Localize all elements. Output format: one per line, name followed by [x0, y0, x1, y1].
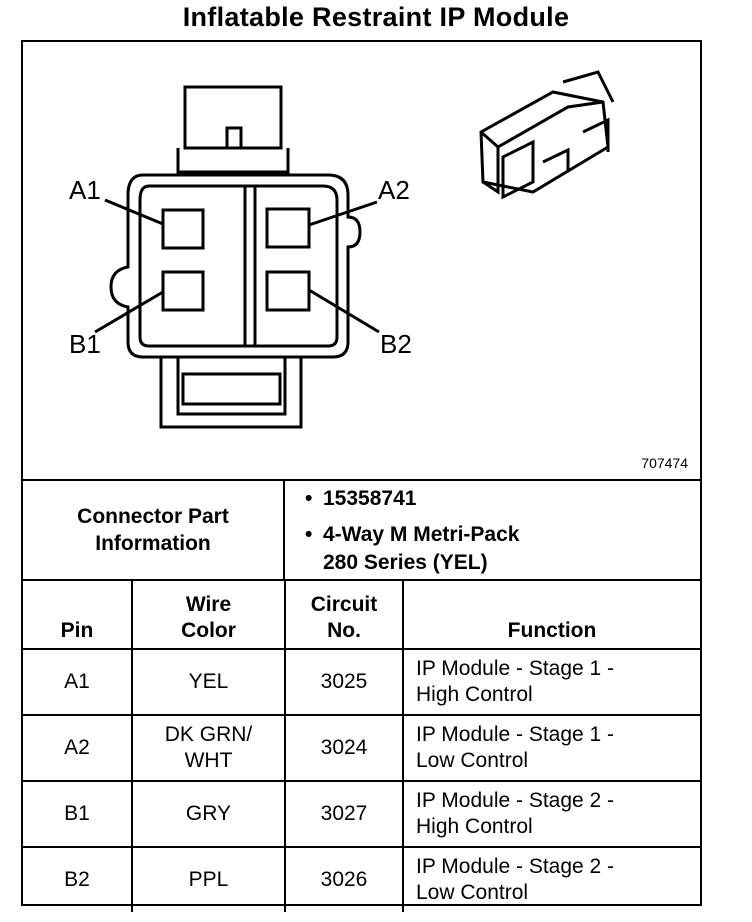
cell-pin: A1	[23, 648, 133, 716]
connector-isometric-icon	[479, 70, 615, 200]
header-function: Function	[402, 581, 700, 650]
cell-function: IP Module - Stage 1 - Low Control	[402, 714, 700, 782]
part-description-line1: 4-Way M Metri-Pack	[323, 523, 520, 546]
pin-label-b2: B2	[380, 329, 412, 359]
pinout-table: Pin Wire Color Circuit No. Function A1 Y…	[23, 581, 700, 912]
connector-sheet: A1 A2 B1 B2 707474 Connector Part Inform…	[21, 40, 702, 912]
connector-diagram: A1 A2 B1 B2 707474	[23, 42, 700, 479]
cell-circuit: 3027	[284, 780, 404, 848]
cell-pin: A2	[23, 714, 133, 782]
cell-circuit: 3026	[284, 846, 404, 912]
table-row: B1 GRY 3027 IP Module - Stage 2 - High C…	[23, 780, 700, 848]
cell-pin: B2	[23, 846, 133, 912]
bullet-icon: •	[305, 487, 313, 510]
cell-function: IP Module - Stage 1 - High Control	[402, 648, 700, 716]
figure-number: 707474	[641, 455, 688, 471]
cell-wire-color: DK GRN/ WHT	[131, 714, 286, 782]
cell-circuit: 3025	[284, 648, 404, 716]
part-number-item: • 15358741	[305, 487, 417, 511]
header-circuit-no: Circuit No.	[284, 581, 404, 650]
cell-pin: B1	[23, 780, 133, 848]
cavity-b2	[265, 270, 311, 312]
header-pin: Pin	[23, 581, 133, 650]
header-wire-color: Wire Color	[131, 581, 286, 650]
bullet-icon: •	[305, 523, 313, 546]
table-row: A1 YEL 3025 IP Module - Stage 1 - High C…	[23, 648, 700, 716]
cell-wire-color: PPL	[131, 846, 286, 912]
part-description-line2: 280 Series (YEL)	[323, 551, 488, 574]
cell-function: IP Module - Stage 2 - High Control	[402, 780, 700, 848]
pin-label-b1: B1	[69, 329, 101, 359]
table-header-row: Pin Wire Color Circuit No. Function	[23, 581, 700, 650]
page-title: Inflatable Restraint IP Module	[182, 2, 570, 32]
cavity-b1	[161, 270, 205, 312]
connector-part-info-row: Connector Part Information • 15358741 • …	[23, 479, 700, 581]
connector-part-label-line1: Connector Part	[77, 505, 229, 528]
table-row: A2 DK GRN/ WHT 3024 IP Module - Stage 1 …	[23, 714, 700, 782]
cavity-a2	[265, 207, 311, 249]
connector-part-label-line2: Information	[95, 532, 211, 555]
part-number: 15358741	[323, 487, 417, 510]
connector-part-label: Connector Part Information	[23, 481, 285, 579]
table-row: B2 PPL 3026 IP Module - Stage 2 - Low Co…	[23, 846, 700, 912]
cell-wire-color: GRY	[131, 780, 286, 848]
cell-function: IP Module - Stage 2 - Low Control	[402, 846, 700, 912]
cell-circuit: 3024	[284, 714, 404, 782]
connector-face-drawing	[94, 70, 615, 429]
pin-label-a1: A1	[69, 175, 101, 205]
cell-wire-color: YEL	[131, 648, 286, 716]
pin-label-a2: A2	[378, 175, 410, 205]
connector-part-details: • 15358741 • 4-Way M Metri-Pack 280 Seri…	[285, 481, 700, 579]
part-description-item: • 4-Way M Metri-Pack 280 Series (YEL)	[305, 521, 520, 577]
cavity-a1	[161, 208, 205, 250]
